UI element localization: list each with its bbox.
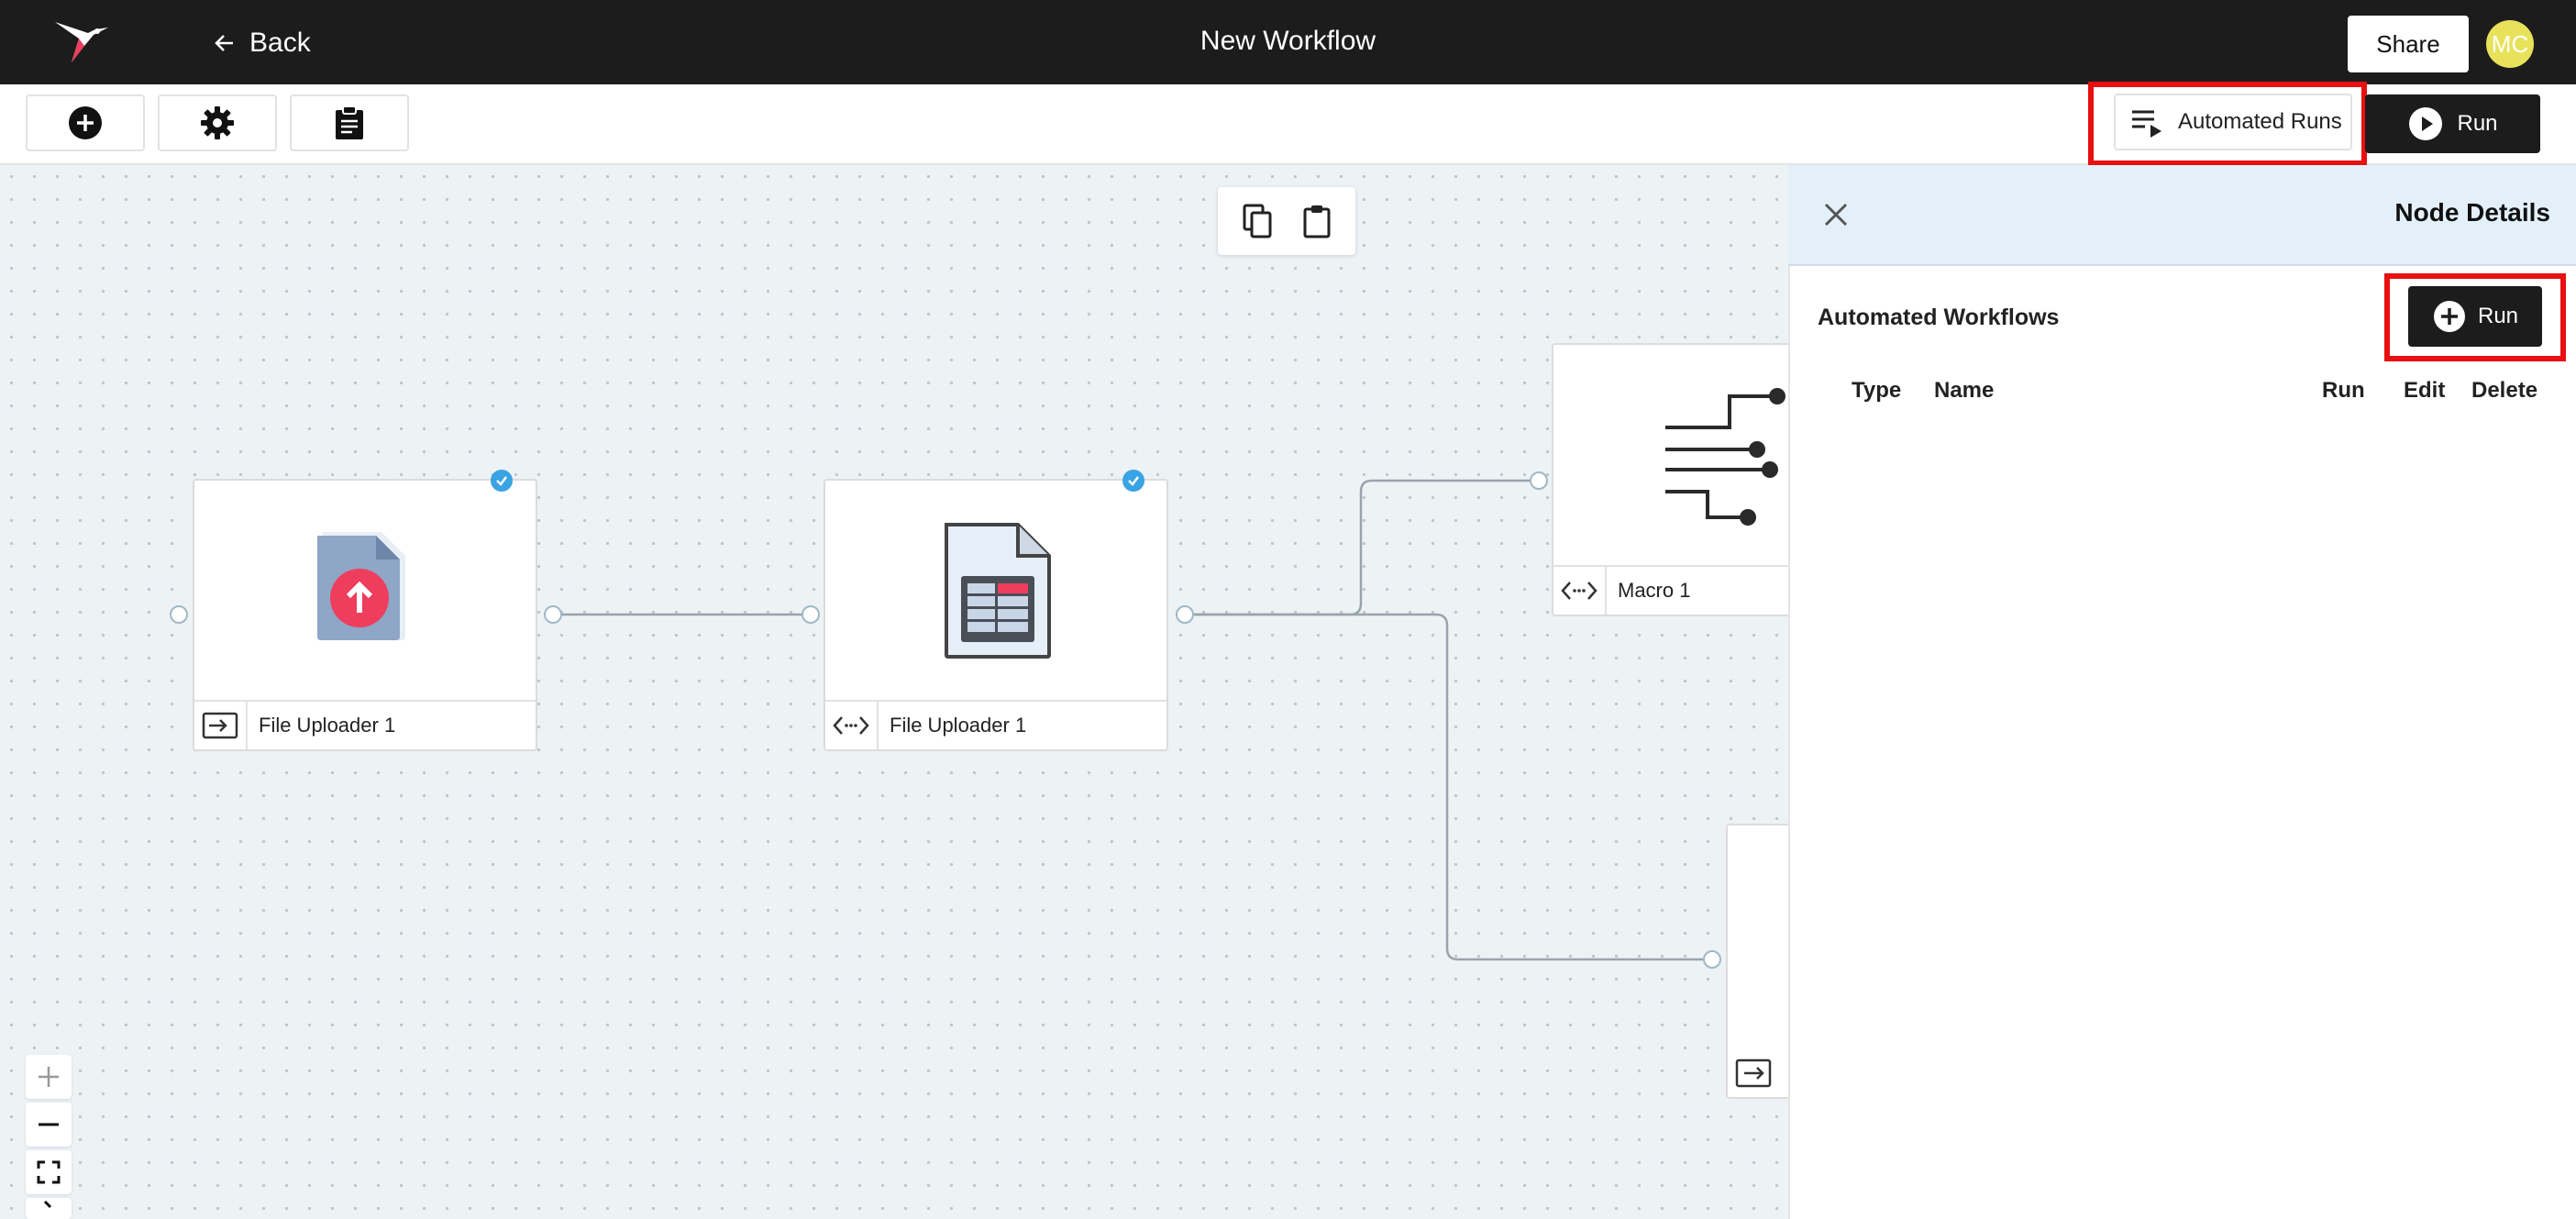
app-logo[interactable] <box>51 18 112 66</box>
plus-circle-icon <box>2433 301 2465 332</box>
arrow-left-icon <box>215 35 233 51</box>
playlist-play-icon <box>2132 110 2161 138</box>
automated-runs-label: Automated Runs <box>2178 109 2342 134</box>
add-node-button[interactable] <box>26 94 145 151</box>
column-header-run: Run <box>2322 378 2365 403</box>
top-bar <box>0 0 2576 84</box>
back-label: Back <box>249 28 311 58</box>
chevron-icon <box>43 1200 52 1209</box>
input-port[interactable] <box>170 605 188 624</box>
copy-icon[interactable] <box>1243 204 1274 238</box>
gear-icon <box>201 106 234 139</box>
spreadsheet-file-icon <box>945 523 1051 659</box>
close-icon <box>1824 203 1848 227</box>
input-port[interactable] <box>1703 950 1721 969</box>
node-label: File Uploader 1 <box>890 714 1027 737</box>
workflow-node[interactable]: File Uploader 1 <box>824 479 1168 751</box>
node-footer <box>1728 1049 1834 1097</box>
column-header-delete: Delete <box>2471 378 2538 403</box>
panel-header <box>1788 165 2576 266</box>
settings-button[interactable] <box>158 94 277 151</box>
code-icon <box>1553 567 1607 615</box>
plus-icon <box>39 1067 59 1087</box>
fit-view-button[interactable] <box>26 1150 72 1194</box>
clipboard-button[interactable] <box>290 94 409 151</box>
node-footer: Macro 1 <box>1553 565 1803 615</box>
copy-paste-toolbar <box>1218 187 1355 255</box>
output-port[interactable] <box>1176 605 1194 624</box>
column-header-edit: Edit <box>2404 378 2446 403</box>
toolbar <box>0 84 2576 165</box>
zoom-in-button[interactable] <box>26 1055 72 1099</box>
code-icon <box>825 702 879 749</box>
output-port[interactable] <box>544 605 562 624</box>
highlight-box-automated-runs <box>2088 82 2367 166</box>
node-label: File Uploader 1 <box>259 714 396 737</box>
play-circle-icon <box>2409 107 2443 140</box>
highlight-box-add-run <box>2384 273 2566 361</box>
node-label: Macro 1 <box>1618 579 1691 602</box>
check-icon <box>1122 470 1144 492</box>
close-panel-button[interactable] <box>1819 198 1852 231</box>
fit-view-icon <box>37 1160 61 1184</box>
run-workflow-button[interactable]: Run <box>2365 94 2540 153</box>
node-footer: File Uploader 1 <box>825 700 1166 749</box>
zoom-out-button[interactable] <box>26 1103 72 1147</box>
add-automated-run-button[interactable]: Run <box>2408 286 2542 347</box>
share-button[interactable]: Share <box>2348 16 2469 72</box>
back-button[interactable]: Back <box>213 24 311 62</box>
workflow-node[interactable]: File Uploader 1 <box>193 479 537 751</box>
column-header-type: Type <box>1852 378 1902 403</box>
clipboard-icon <box>336 105 363 139</box>
output-icon <box>1728 1049 1779 1097</box>
input-port[interactable] <box>802 605 820 624</box>
check-icon <box>491 470 513 492</box>
minus-icon <box>39 1123 59 1126</box>
panel-title: Node Details <box>2394 198 2550 227</box>
column-header-name: Name <box>1934 378 1995 403</box>
add-run-label: Run <box>2477 304 2519 328</box>
node-footer: File Uploader 1 <box>194 700 536 749</box>
automated-workflows-label: Automated Workflows <box>1818 305 2060 330</box>
lock-view-button[interactable] <box>26 1198 72 1219</box>
upload-file-icon <box>317 532 405 640</box>
page-title: New Workflow <box>1200 26 1376 56</box>
workflow-node[interactable]: Macro 1 <box>1552 343 1805 616</box>
input-port[interactable] <box>1530 471 1548 490</box>
avatar[interactable]: MC <box>2486 20 2534 68</box>
edges <box>554 479 1710 961</box>
automated-runs-button[interactable]: Automated Runs <box>2114 94 2352 150</box>
paste-icon[interactable] <box>1303 204 1331 238</box>
macro-icon <box>1665 388 1786 526</box>
run-label: Run <box>2457 111 2498 136</box>
input-icon <box>194 702 248 749</box>
plus-circle-icon <box>69 106 102 139</box>
